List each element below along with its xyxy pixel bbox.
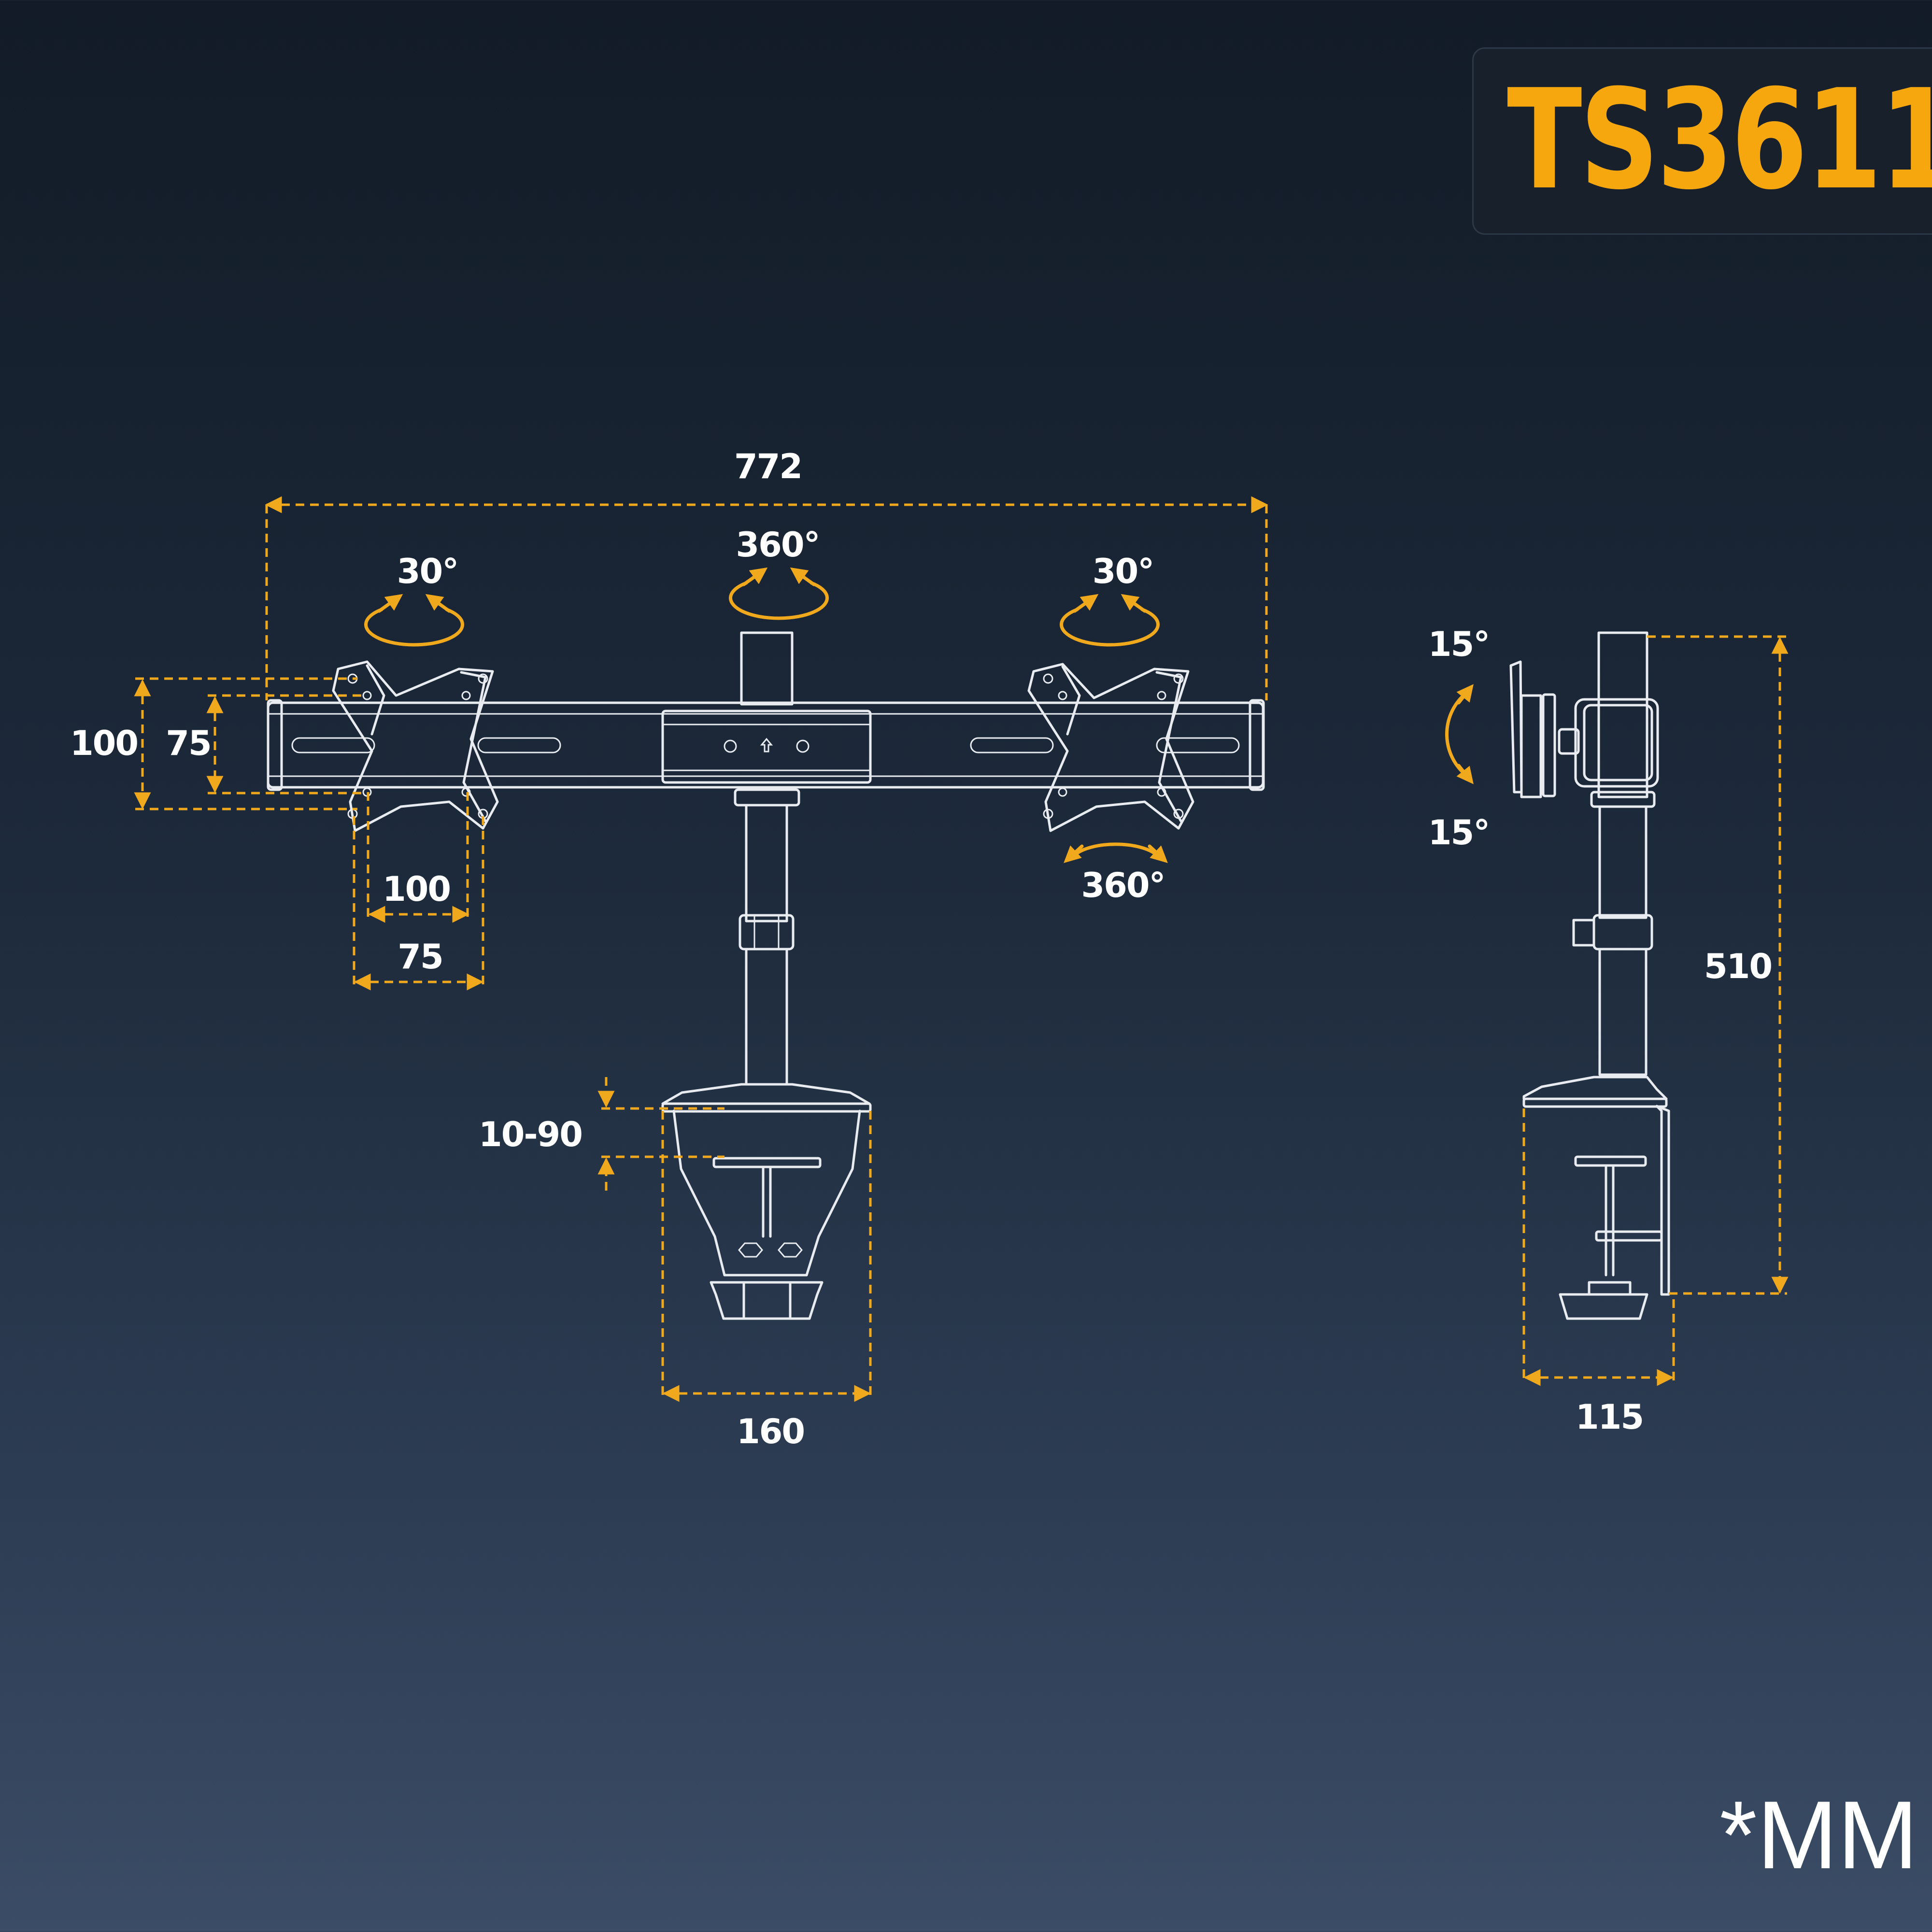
- side-height-label: 510: [1704, 947, 1772, 986]
- side-base-depth-label: 115: [1576, 1397, 1643, 1437]
- pole-rotation-label: 360°: [736, 525, 819, 565]
- clamp-thickness-label: 10-90: [479, 1115, 582, 1154]
- vesa-vertical-outer-label: 100: [70, 724, 138, 763]
- front-view-drawing: [267, 631, 1265, 1320]
- vesa-horizontal-inner-label: 100: [383, 869, 450, 909]
- side-view-drawing: [1509, 631, 1670, 1320]
- right-swivel-label: 360°: [1081, 866, 1165, 905]
- base-width-label: 160: [737, 1412, 804, 1451]
- dimension-lines: [134, 496, 1789, 1402]
- model-badge: [1472, 47, 1932, 235]
- vesa-horizontal-outer-label: 75: [398, 937, 442, 977]
- angle-labels: 360° 30° 30° 360° 15° 15°: [397, 525, 1490, 905]
- side-tilt-down-label: 15°: [1428, 813, 1489, 852]
- side-tilt-up-label: 15°: [1428, 625, 1489, 664]
- unit-label: *MM: [1719, 1781, 1918, 1889]
- vesa-vertical-inner-label: 75: [166, 724, 211, 763]
- right-tilt-label: 30°: [1093, 552, 1153, 591]
- overall-width-label: 772: [734, 447, 802, 486]
- dimension-labels: 772 100 75 100 75 10-90 160 510 115: [70, 447, 1773, 1451]
- left-tilt-label: 30°: [397, 552, 458, 591]
- rotation-arrows: [364, 567, 1474, 863]
